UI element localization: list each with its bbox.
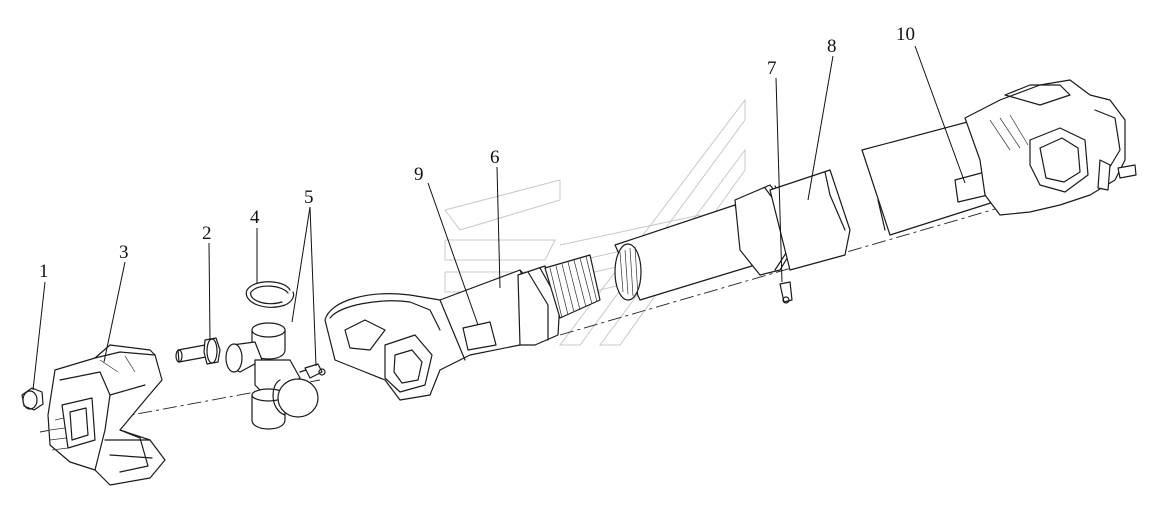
callout-labels: 1 3 2 4 5 9 6 7 8 10 — [39, 24, 915, 282]
nut-part-1 — [21, 387, 44, 411]
slip-yoke-assembly — [324, 265, 561, 401]
splined-shaft — [544, 254, 601, 319]
cross-spider — [225, 322, 319, 430]
tube-end-yoke-part-10 — [861, 79, 1137, 236]
grease-fitting-part-5 — [299, 363, 326, 379]
leader-lines — [32, 45, 966, 391]
callout-2: 2 — [202, 223, 212, 244]
snap-ring-part-4 — [245, 281, 295, 308]
callout-3: 3 — [119, 242, 129, 263]
flange-yoke-part-3 — [47, 344, 166, 486]
callout-10: 10 — [896, 24, 915, 45]
spline-sleeve — [614, 204, 756, 301]
callout-7: 7 — [767, 58, 777, 79]
bolt-part-2 — [175, 337, 221, 365]
callout-1: 1 — [39, 261, 49, 282]
main-tube-part-8 — [769, 169, 851, 271]
callout-9: 9 — [414, 164, 424, 185]
callout-5: 5 — [304, 187, 314, 208]
callout-8: 8 — [827, 36, 837, 57]
callout-6: 6 — [490, 147, 500, 168]
callout-4: 4 — [250, 207, 260, 228]
